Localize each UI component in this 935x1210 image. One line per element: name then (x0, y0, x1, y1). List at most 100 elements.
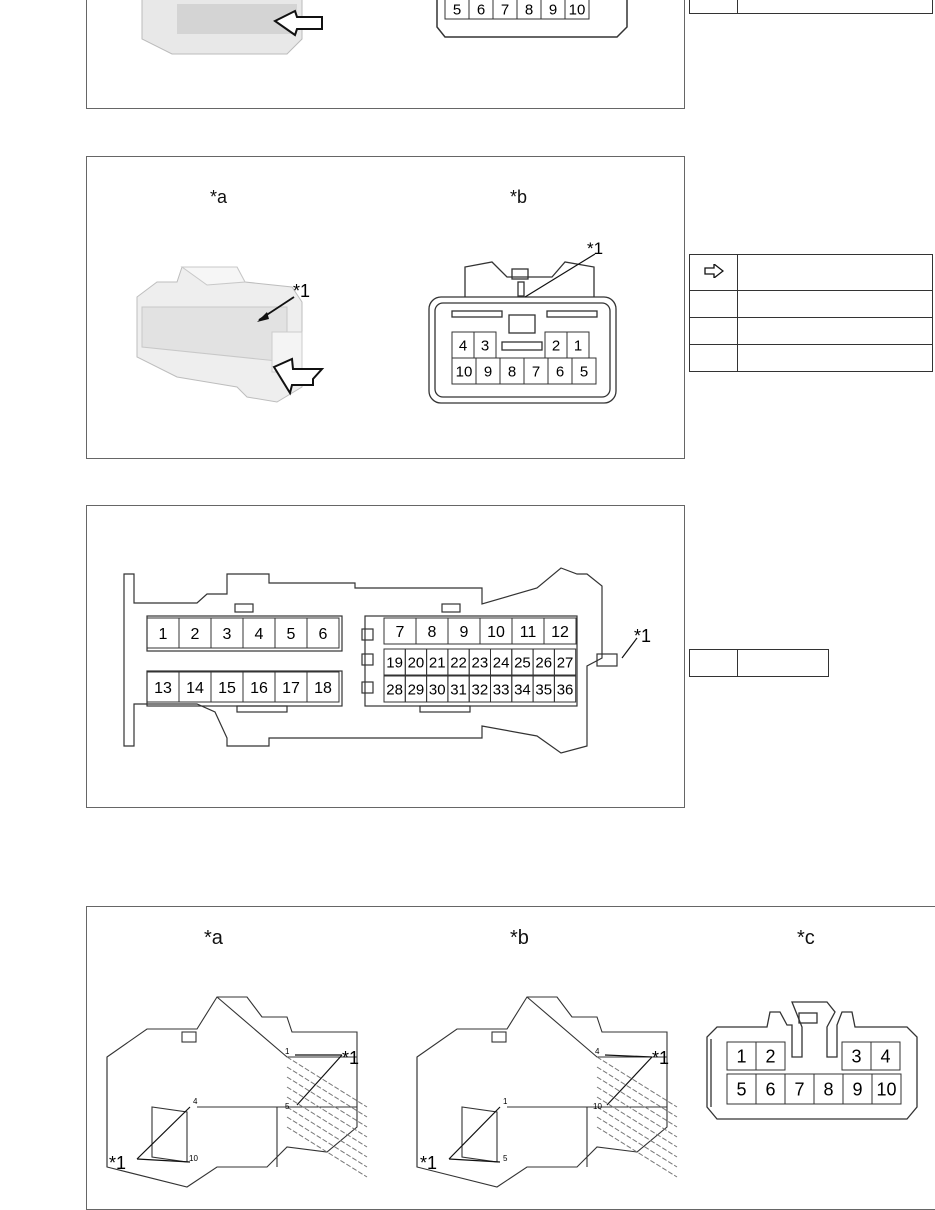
pin-number-29: 29 (408, 681, 425, 698)
insertion-arrow-icon (272, 357, 325, 396)
callout-arrowhead (257, 312, 269, 322)
pin-mark-1: 1 (285, 1047, 290, 1056)
callout-line (448, 1106, 501, 1160)
pin-number-4: 4 (880, 1046, 890, 1066)
pin-number-1: 1 (574, 337, 582, 354)
pin-number-3: 3 (481, 337, 489, 354)
pin-number-23: 23 (472, 654, 489, 671)
pin-number-5: 5 (453, 1, 461, 18)
pin-number-2: 2 (191, 626, 200, 643)
pin-cell (564, 0, 590, 20)
pin-number-20: 20 (408, 654, 425, 671)
callout-1: *1 (109, 1153, 126, 1173)
callout-1: *1 (652, 1048, 669, 1068)
pin-number-8: 8 (428, 624, 437, 641)
callout-1: *1 (293, 281, 310, 301)
pin-number-25: 25 (514, 654, 531, 671)
pin-number-8: 8 (823, 1079, 833, 1099)
pin-number-9: 9 (549, 1, 557, 18)
pin-number-10: 10 (569, 1, 586, 18)
pin-number-4: 4 (459, 337, 467, 354)
pin-cell (870, 1041, 901, 1071)
callout-1: *1 (634, 626, 651, 646)
pin-number-4: 4 (255, 626, 264, 643)
pin-mark-5: 5 (503, 1154, 508, 1163)
pin-cell (755, 1041, 786, 1071)
pin-number-10: 10 (876, 1079, 896, 1099)
pin-number-7: 7 (794, 1079, 804, 1099)
pin-number-6: 6 (477, 1, 485, 18)
pin-number-33: 33 (493, 681, 510, 698)
callout-line (448, 1158, 501, 1163)
connector-face-36pin (123, 567, 618, 754)
pin-cell (553, 648, 577, 676)
wire-lines-a (286, 1056, 368, 1178)
pin-number-6: 6 (765, 1079, 775, 1099)
pin-number-5: 5 (580, 363, 588, 380)
pin-cell (543, 617, 577, 645)
pin-number-14: 14 (186, 680, 204, 697)
insertion-arrow-icon (273, 9, 323, 37)
pin-number-34: 34 (514, 681, 531, 698)
callout-line (606, 1056, 653, 1106)
pin-number-9: 9 (852, 1079, 862, 1099)
connector-face-c (706, 1001, 918, 1120)
pin-mark-10: 10 (189, 1154, 198, 1163)
pin-number-9: 9 (484, 363, 492, 380)
pin-number-1: 1 (159, 626, 168, 643)
pin-cell (306, 617, 340, 649)
callout-1: *1 (420, 1153, 437, 1173)
view-label-b: *b (510, 927, 529, 949)
callout-1b: *1 (587, 239, 603, 258)
view-label-c: *c (797, 927, 815, 949)
pin-number-11: 11 (520, 624, 537, 641)
pin-number-13: 13 (154, 680, 172, 697)
view-label-b: *b (510, 187, 528, 207)
callout-line (136, 1158, 191, 1163)
pin-number-6: 6 (319, 626, 328, 643)
pin-number-24: 24 (493, 654, 510, 671)
legend-table-1 (689, 0, 933, 14)
callout-1: *1 (342, 1048, 359, 1068)
callout-line (136, 1106, 191, 1160)
pin-number-3: 3 (223, 626, 232, 643)
pin-number-22: 22 (450, 654, 467, 671)
pin-number-35: 35 (535, 681, 552, 698)
pin-number-10: 10 (456, 363, 473, 380)
connector-sketch-b (416, 996, 668, 1188)
pin-number-30: 30 (429, 681, 446, 698)
pin-number-15: 15 (218, 680, 236, 697)
pin-number-19: 19 (386, 654, 403, 671)
connector-photo-1 (141, 0, 303, 55)
arrow-right-outline-icon (703, 262, 724, 280)
pin-number-18: 18 (314, 680, 332, 697)
connector-sketch-a (106, 996, 358, 1188)
pin-mark-4: 4 (193, 1097, 198, 1106)
pin-number-10: 10 (487, 624, 505, 641)
pin-number-31: 31 (450, 681, 467, 698)
pin-mark-1: 1 (503, 1097, 508, 1106)
callout-line (621, 637, 638, 659)
pin-number-5: 5 (287, 626, 296, 643)
pin-cell (871, 1073, 902, 1105)
pin-cell (553, 675, 577, 703)
pin-number-9: 9 (460, 624, 469, 641)
pin-number-28: 28 (386, 681, 403, 698)
callout-line (296, 1054, 343, 1106)
pin-number-7: 7 (532, 363, 540, 380)
pin-number-2: 2 (552, 337, 560, 354)
wire-lines-b (596, 1056, 678, 1178)
view-label-a: *a (204, 927, 223, 949)
pin-cell (306, 671, 340, 703)
pin-number-6: 6 (556, 363, 564, 380)
pin-number-7: 7 (501, 1, 509, 18)
pin-number-16: 16 (250, 680, 268, 697)
